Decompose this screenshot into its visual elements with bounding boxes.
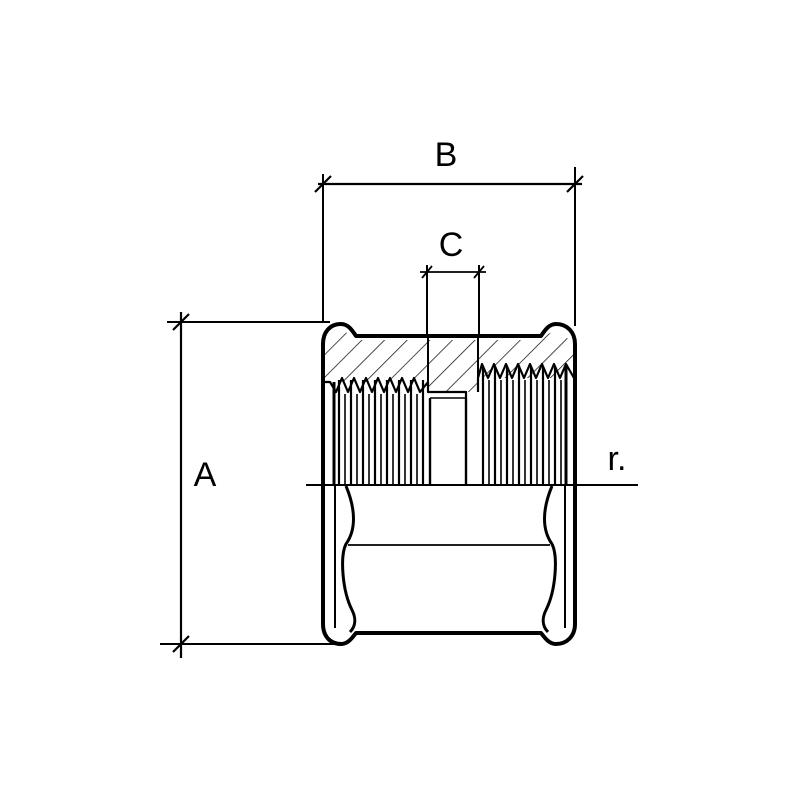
hatched-section [324,332,575,398]
centerline: r. [306,440,638,486]
coupling-body [321,322,577,646]
label-c: C [439,226,464,264]
dimension-b: B [314,136,584,326]
dimension-a: A [160,312,335,658]
dimension-c: C [420,226,486,338]
label-a: A [194,456,217,494]
lower-exterior-view [334,485,566,634]
label-r: r. [608,440,627,478]
internal-thread-right [481,366,562,484]
thread-groove [428,397,468,484]
label-b: B [435,136,458,174]
internal-thread-left [337,380,425,484]
